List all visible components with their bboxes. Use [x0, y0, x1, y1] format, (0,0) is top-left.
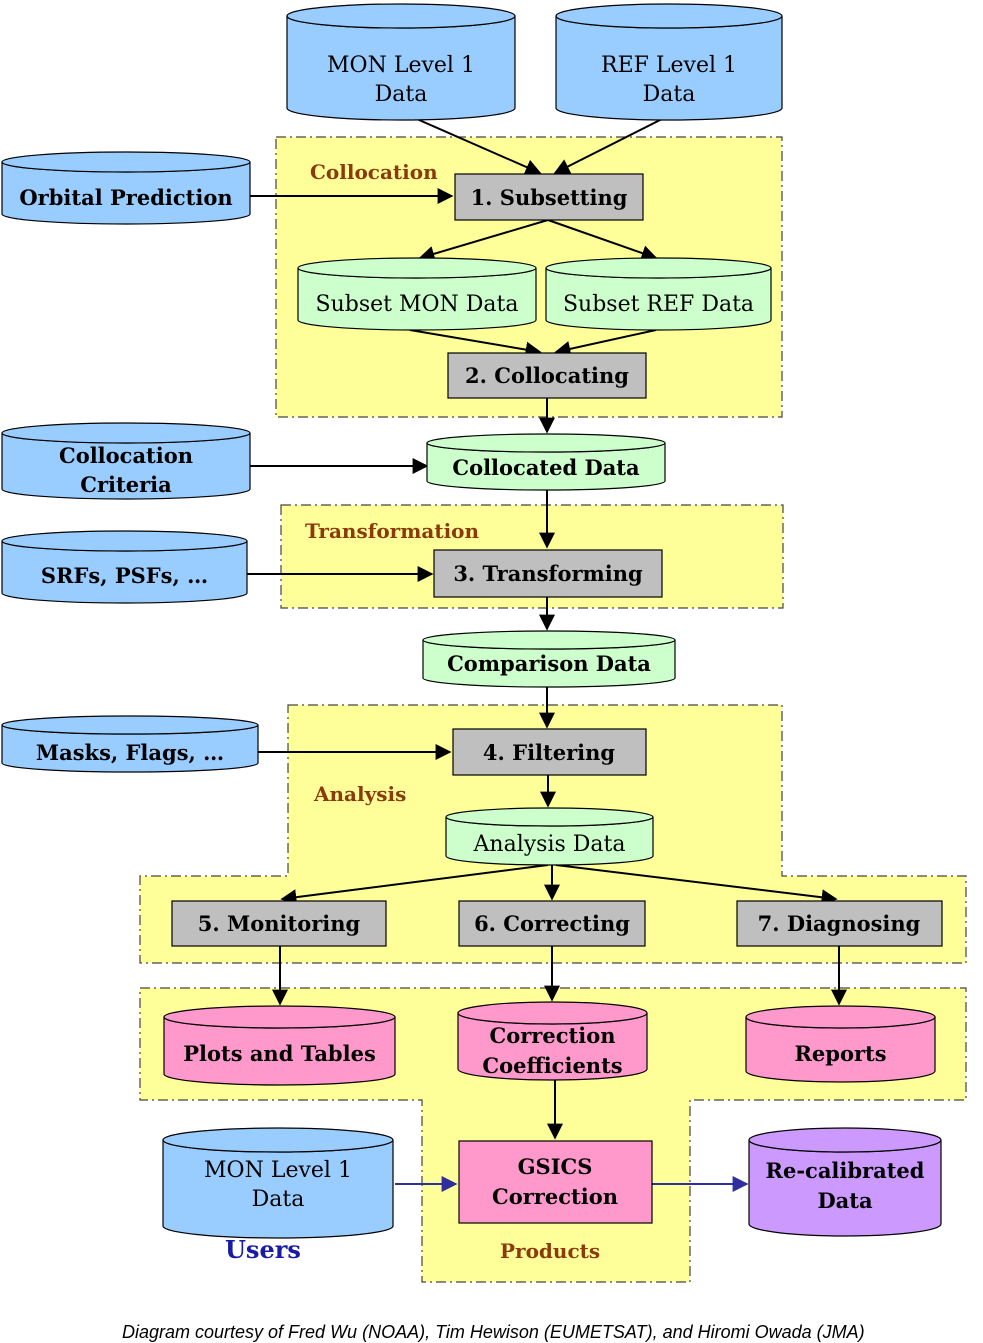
- arrow-subset-mon-to-collocating: [409, 329, 542, 358]
- process-label-diagnosing: 7. Diagnosing: [758, 911, 921, 936]
- input-masks-flags-cap: [1, 715, 259, 735]
- arrow-analysis-to-monitoring: [280, 864, 549, 906]
- dataset-comparison-label-1: Comparison Data: [447, 651, 651, 676]
- input-ref-level1-label-1: REF Level 1: [601, 53, 737, 78]
- dataset-subset-ref-cap: [545, 257, 772, 279]
- arrow-subset-ref-to-collocating: [554, 329, 657, 357]
- dataset-comparison: Comparison Data: [422, 630, 676, 688]
- input-orbital-prediction: Orbital Prediction: [1, 151, 251, 225]
- process-box-filtering: [452, 728, 647, 776]
- process-box-gsics-correction: [458, 1140, 653, 1224]
- process-label-filtering: 4. Filtering: [483, 740, 615, 765]
- input-mon-level1-cap: [286, 3, 516, 29]
- process-label-subsetting: 1. Subsetting: [471, 185, 628, 210]
- user-mon-level1: MON Level 1 Data: [162, 1127, 394, 1239]
- dataset-subset-ref-label-1: Subset REF Data: [563, 292, 754, 317]
- dataset-collocated: Collocated Data: [426, 433, 666, 491]
- dataset-subset-ref: Subset REF Data: [545, 257, 772, 331]
- section-label-analysis: Analysis: [313, 782, 406, 806]
- dataset-comparison-cap: [422, 630, 676, 650]
- input-mon-level1: MON Level 1 Data: [286, 3, 516, 121]
- dataset-analysis-label-1: Analysis Data: [473, 832, 626, 857]
- process-box-subsetting: [454, 173, 644, 221]
- section-label-transformation: Transformation: [305, 519, 480, 543]
- dataset-analysis-cap: [445, 807, 654, 827]
- input-srfs-psfs-label-1: SRFs, PSFs, …: [41, 563, 208, 588]
- flow-arrows: [247, 115, 847, 1192]
- dataset-collocated-label-1: Collocated Data: [452, 455, 640, 480]
- output-recalibrated-data-cap: [748, 1127, 942, 1153]
- process-label-gsics-line2: Correction: [492, 1184, 618, 1209]
- input-collocation-criteria-label-1: Collocation: [59, 443, 193, 468]
- arrow-subsetting-to-subset-mon: [418, 219, 549, 262]
- arrow-ref-to-subsetting: [553, 115, 669, 174]
- process-label-correcting: 6. Correcting: [474, 911, 630, 936]
- process-box-diagnosing: [736, 900, 943, 947]
- section-label-products: Products: [500, 1239, 600, 1263]
- dataset-analysis: Analysis Data: [445, 807, 654, 866]
- input-collocation-criteria-label-2: Criteria: [80, 472, 172, 497]
- input-ref-level1-label-2: Data: [643, 82, 696, 107]
- input-ref-level1-cap: [555, 3, 783, 29]
- dataset-collocated-cap: [426, 433, 666, 453]
- process-label-transforming: 3. Transforming: [453, 561, 643, 586]
- output-recalibrated-data-label-2: Data: [817, 1188, 873, 1213]
- dataset-subset-mon: Subset MON Data: [297, 257, 537, 331]
- arrow-analysis-to-diagnosing: [555, 864, 838, 906]
- input-masks-flags-label-1: Masks, Flags, …: [36, 740, 224, 765]
- diagram-credit: Diagram courtesy of Fred Wu (NOAA), Tim …: [122, 1322, 865, 1342]
- output-correction-coefficients-cap: [457, 1001, 648, 1025]
- input-srfs-psfs: SRFs, PSFs, …: [1, 530, 248, 604]
- output-plots-and-tables-cap: [163, 1005, 396, 1029]
- section-label-users: Users: [225, 1235, 301, 1264]
- input-mon-level1-label-1: MON Level 1: [327, 53, 475, 78]
- user-mon-level1-cap: [162, 1127, 394, 1153]
- input-srfs-psfs-cap: [1, 530, 248, 552]
- dataset-subset-mon-label-1: Subset MON Data: [316, 292, 519, 317]
- output-recalibrated-data-label-1: Re-calibrated: [766, 1158, 925, 1183]
- process-box-monitoring: [171, 900, 387, 947]
- user-mon-level1-label-1: MON Level 1: [204, 1158, 352, 1183]
- output-correction-coefficients-label-2: Coefficients: [482, 1053, 622, 1078]
- process-box-collocating: [447, 352, 647, 399]
- output-plots-and-tables: Plots and Tables: [163, 1005, 396, 1086]
- input-orbital-prediction-cap: [1, 151, 251, 173]
- process-label-monitoring: 5. Monitoring: [198, 911, 361, 936]
- arrow-subsetting-to-subset-ref: [547, 219, 658, 261]
- output-correction-coefficients-label-1: Correction: [490, 1023, 616, 1048]
- input-mon-level1-label-2: Data: [375, 82, 428, 107]
- process-box-correcting: [458, 900, 646, 947]
- process-label-collocating: 2. Collocating: [465, 363, 629, 388]
- output-reports-cap: [745, 1005, 936, 1029]
- input-ref-level1: REF Level 1 Data: [555, 3, 783, 121]
- process-boxes: 1. Subsetting 2. Collocating 3. Transfor…: [171, 173, 943, 1224]
- input-orbital-prediction-label-1: Orbital Prediction: [19, 185, 232, 210]
- input-collocation-criteria-cap: [1, 422, 251, 444]
- arrow-mon-to-subsetting: [409, 115, 542, 175]
- input-masks-flags: Masks, Flags, …: [1, 715, 259, 773]
- process-box-transforming: [433, 549, 663, 598]
- dataset-subset-mon-cap: [297, 257, 537, 279]
- output-reports: Reports: [745, 1005, 936, 1083]
- output-plots-and-tables-label-1: Plots and Tables: [183, 1041, 376, 1066]
- user-mon-level1-label-2: Data: [252, 1187, 305, 1212]
- process-label-gsics-line1: GSICS: [518, 1154, 593, 1179]
- section-label-collocation: Collocation: [310, 160, 438, 184]
- output-reports-label-1: Reports: [794, 1041, 886, 1066]
